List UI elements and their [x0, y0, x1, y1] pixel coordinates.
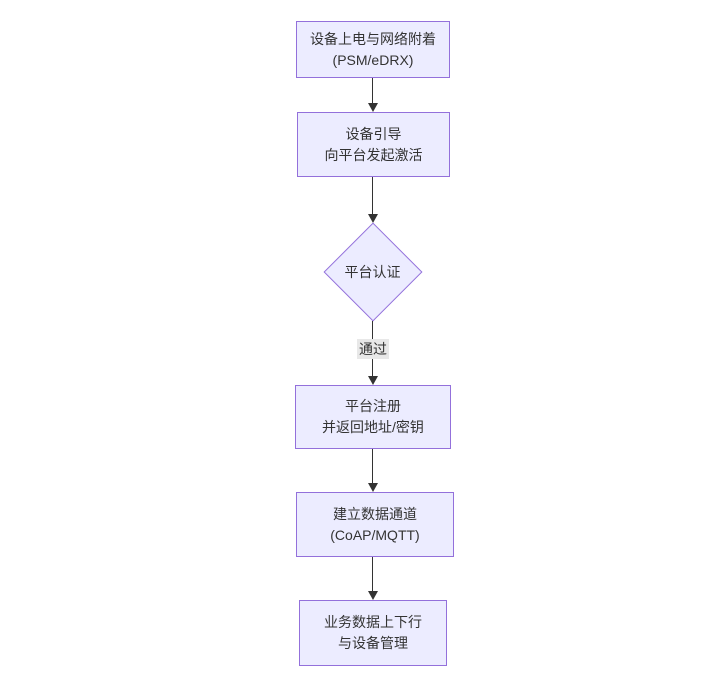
node-business-line2: 与设备管理	[338, 635, 408, 651]
arrowhead-icon	[368, 591, 378, 600]
arrowhead-icon	[368, 483, 378, 492]
node-power-attach: 设备上电与网络附着 (PSM/eDRX)	[296, 21, 450, 78]
arrowhead-icon	[368, 376, 378, 385]
node-register-line2: 并返回地址/密钥	[322, 419, 424, 435]
arrowhead-icon	[368, 214, 378, 223]
node-register: 平台注册 并返回地址/密钥	[295, 385, 451, 449]
node-platform-auth-label: 平台认证	[344, 264, 401, 280]
node-business-line1: 业务数据上下行	[324, 614, 422, 630]
node-register-line1: 平台注册	[345, 398, 401, 414]
node-power-attach-line2: (PSM/eDRX)	[332, 51, 414, 68]
node-platform-auth: 平台认证	[322, 222, 423, 322]
node-data-channel-line1: 建立数据通道	[333, 505, 417, 522]
edge-bootstrap-to-auth	[372, 177, 373, 216]
edge-channel-to-business	[372, 557, 373, 593]
node-bootstrap: 设备引导 向平台发起激活	[297, 112, 450, 177]
node-power-attach-line1: 设备上电与网络附着	[310, 30, 436, 47]
node-business: 业务数据上下行 与设备管理	[299, 600, 447, 666]
node-bootstrap-line1: 设备引导	[345, 125, 402, 142]
arrowhead-icon	[368, 103, 378, 112]
edge-register-to-channel	[372, 449, 373, 485]
node-data-channel: 建立数据通道 (CoAP/MQTT)	[296, 492, 454, 557]
node-data-channel-line2: (CoAP/MQTT)	[330, 526, 420, 543]
edge-label-pass: 通过	[357, 339, 389, 359]
node-bootstrap-line2: 向平台发起激活	[324, 146, 423, 163]
edge-power-to-bootstrap	[372, 78, 373, 105]
